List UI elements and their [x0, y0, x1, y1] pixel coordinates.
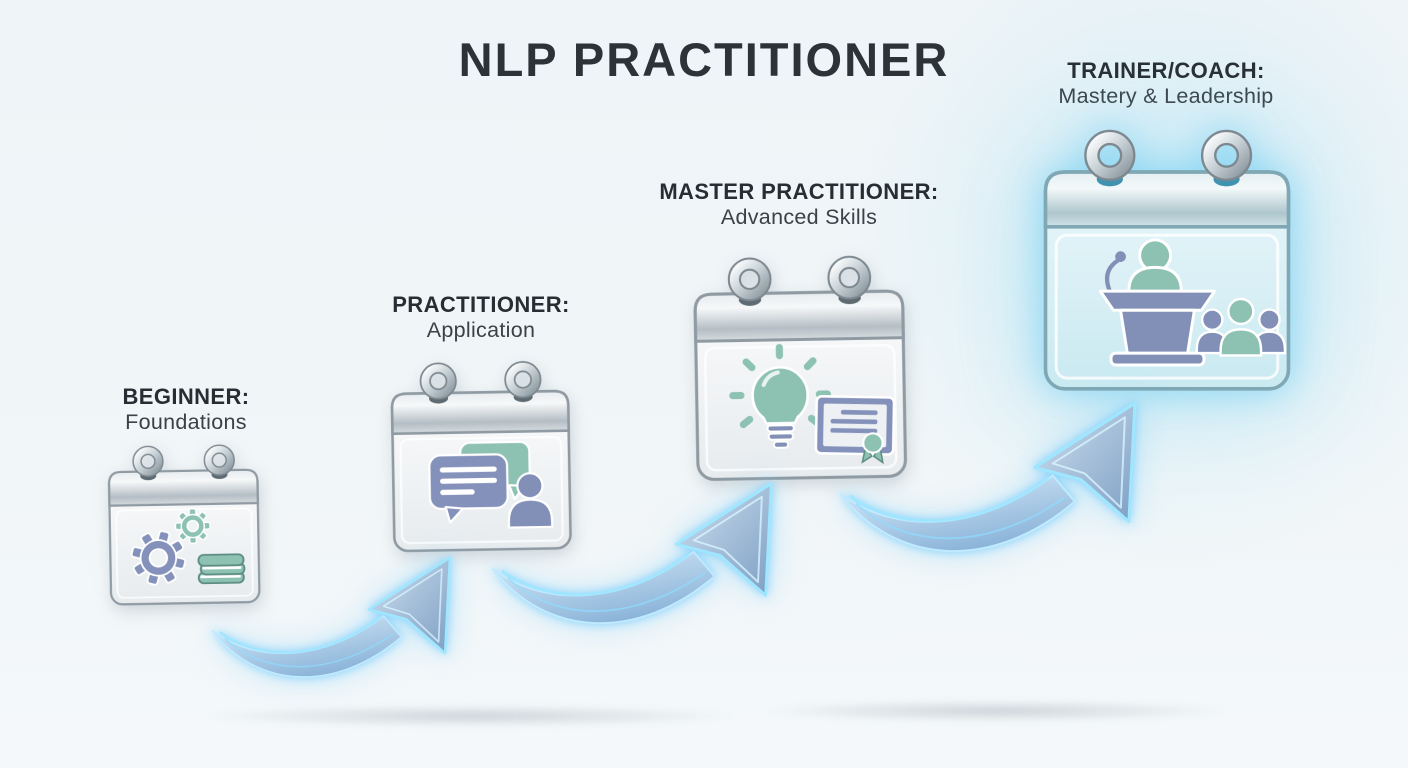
stage-title: PRACTITIONER: — [392, 292, 570, 317]
speech-bubbles-person-icon — [390, 361, 572, 553]
calendar-trainer-coach — [1036, 122, 1298, 396]
ground-shadow — [760, 700, 1230, 722]
ground-shadow — [200, 705, 740, 727]
calendar-beginner — [103, 439, 266, 610]
podium-speaker-audience-icon — [1043, 129, 1291, 391]
stage-subtitle: Application — [426, 317, 536, 342]
stage-subtitle: Advanced Skills — [720, 204, 878, 229]
stage-title: MASTER PRACTITIONER: — [659, 179, 939, 204]
stage-label-trainer-coach: TRAINER/COACH: Mastery & Leadership — [1030, 58, 1302, 110]
stage-title: BEGINNER: — [122, 384, 250, 409]
stage-label-master-practitioner: MASTER PRACTITIONER: Advanced Skills — [650, 179, 948, 231]
arrow-master-to-trainer — [832, 375, 1163, 586]
lightbulb-certificate-icon — [693, 255, 907, 481]
stage-subtitle: Foundations — [125, 409, 247, 434]
stage-label-practitioner: PRACTITIONER: Application — [385, 292, 577, 344]
calendar-practitioner — [384, 354, 577, 556]
arrow-beginner-to-practitioner — [205, 535, 473, 705]
calendar-master-practitioner — [686, 248, 914, 486]
stage-label-beginner: BEGINNER: Foundations — [90, 384, 282, 436]
stage-subtitle: Mastery & Leadership — [1058, 83, 1274, 108]
arrow-practitioner-to-master — [485, 457, 798, 656]
page-title: NLP PRACTITIONER — [458, 33, 950, 86]
stage-title: TRAINER/COACH: — [1067, 58, 1265, 83]
gears-and-books-icon — [108, 444, 261, 606]
